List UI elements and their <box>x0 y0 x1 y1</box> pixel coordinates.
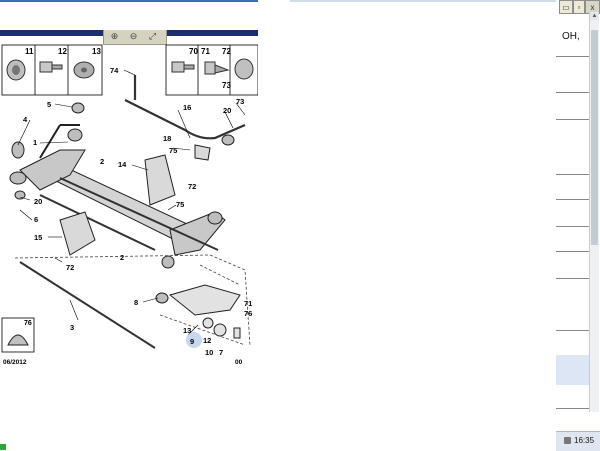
part-label-15: 15 <box>34 233 42 242</box>
part-label-75a: 75 <box>169 146 177 155</box>
bushings <box>9 102 235 304</box>
part-label-76: 76 <box>24 320 32 327</box>
hub-bracket <box>168 284 241 339</box>
tie-rods <box>19 177 219 349</box>
part-label-4: 4 <box>23 115 28 124</box>
part-label-71b: 71 <box>244 299 252 308</box>
part-label-11: 11 <box>25 47 34 56</box>
scroll-up-icon[interactable]: ▲ <box>590 12 599 20</box>
part-label-10: 10 <box>205 348 213 357</box>
part-label-5: 5 <box>47 100 51 109</box>
part-label-73b: 73 <box>236 97 244 106</box>
maximize-icon[interactable]: ▫ <box>573 0 585 14</box>
part-label-7: 7 <box>219 348 223 357</box>
part-label-14: 14 <box>118 160 127 169</box>
parts-diagram-pane: ⊕ ⊖ ⤢ 11 12 13 70 71 72 73 <box>0 0 258 380</box>
table-row-divider <box>556 199 590 200</box>
part-label-13b: 13 <box>183 326 191 335</box>
part-label-72b: 72 <box>66 263 74 272</box>
bushing-part-11 <box>6 59 26 81</box>
part-label-16: 16 <box>183 103 191 112</box>
date-label: 06/2012 <box>3 359 27 366</box>
bolt-part-70 <box>171 61 195 73</box>
part-label-70: 70 <box>189 47 198 56</box>
part-label-72: 72 <box>222 47 231 56</box>
part-label-13: 13 <box>92 47 101 56</box>
vertical-scrollbar[interactable]: ▲ <box>589 12 599 412</box>
tray-icon[interactable] <box>564 437 571 444</box>
pane-top-border <box>0 0 258 2</box>
part-label-18: 18 <box>163 134 171 143</box>
scrollbar-thumb[interactable] <box>591 30 598 245</box>
nut-part-72 <box>234 58 254 80</box>
highlight-part-9[interactable] <box>186 332 202 348</box>
minimize-icon[interactable]: ▭ <box>559 0 573 14</box>
dashed-outline <box>14 254 251 346</box>
part-label-2a: 2 <box>100 157 104 166</box>
part-label-75b: 75 <box>176 200 184 209</box>
part-label-12: 12 <box>58 47 67 56</box>
bolt-part-71 <box>204 61 230 75</box>
corner-code: 00 <box>235 359 243 366</box>
table-row-divider <box>556 251 590 252</box>
inset-box-76 <box>1 317 35 353</box>
leader-lines <box>17 69 246 336</box>
bolt-part-12 <box>39 61 63 73</box>
part-label-71: 71 <box>201 47 210 56</box>
table-row-divider <box>556 330 590 331</box>
legend-box-right <box>165 44 258 96</box>
part-label-12b: 12 <box>203 336 211 345</box>
heat-shields <box>59 144 211 256</box>
part-label-73: 73 <box>222 81 231 90</box>
table-row-divider <box>556 226 590 227</box>
taskbar: 16:35 <box>556 431 600 451</box>
right-area-divider <box>290 0 556 2</box>
part-label-8: 8 <box>134 298 138 307</box>
part-label-20b: 20 <box>34 197 42 206</box>
washer-part-13 <box>73 61 95 79</box>
exploded-view-diagram: 11 12 13 70 71 72 73 <box>1 44 258 366</box>
part-label-2b: 2 <box>120 253 124 262</box>
fit-icon[interactable]: ⤢ <box>148 31 157 41</box>
diagram-toolbar: ⊕ ⊖ ⤢ <box>103 30 167 45</box>
part-label-72a: 72 <box>188 182 196 191</box>
table-row-divider <box>556 119 590 120</box>
part-label-74: 74 <box>110 66 119 75</box>
table-row-divider <box>556 278 590 279</box>
zoom-out-icon[interactable]: ⊖ <box>129 31 138 41</box>
start-button-icon[interactable] <box>0 444 6 450</box>
zoom-in-icon[interactable]: ⊕ <box>110 31 119 41</box>
table-row-divider <box>556 174 590 175</box>
part-label-6: 6 <box>34 215 38 224</box>
selected-row[interactable] <box>556 355 590 385</box>
part-label-9: 9 <box>190 337 194 346</box>
part-label-3: 3 <box>70 323 74 332</box>
part-label-20a: 20 <box>223 106 231 115</box>
table-row-divider <box>556 408 590 409</box>
legend-box-left <box>1 44 103 96</box>
part-label-1: 1 <box>33 138 37 147</box>
part-label-76b: 76 <box>244 309 252 318</box>
table-row-divider <box>556 56 590 57</box>
taskbar-clock: 16:35 <box>574 436 595 445</box>
anti-roll-bar <box>124 75 246 140</box>
table-row-divider <box>556 92 590 93</box>
panel-header-text: OH, <box>562 31 580 42</box>
